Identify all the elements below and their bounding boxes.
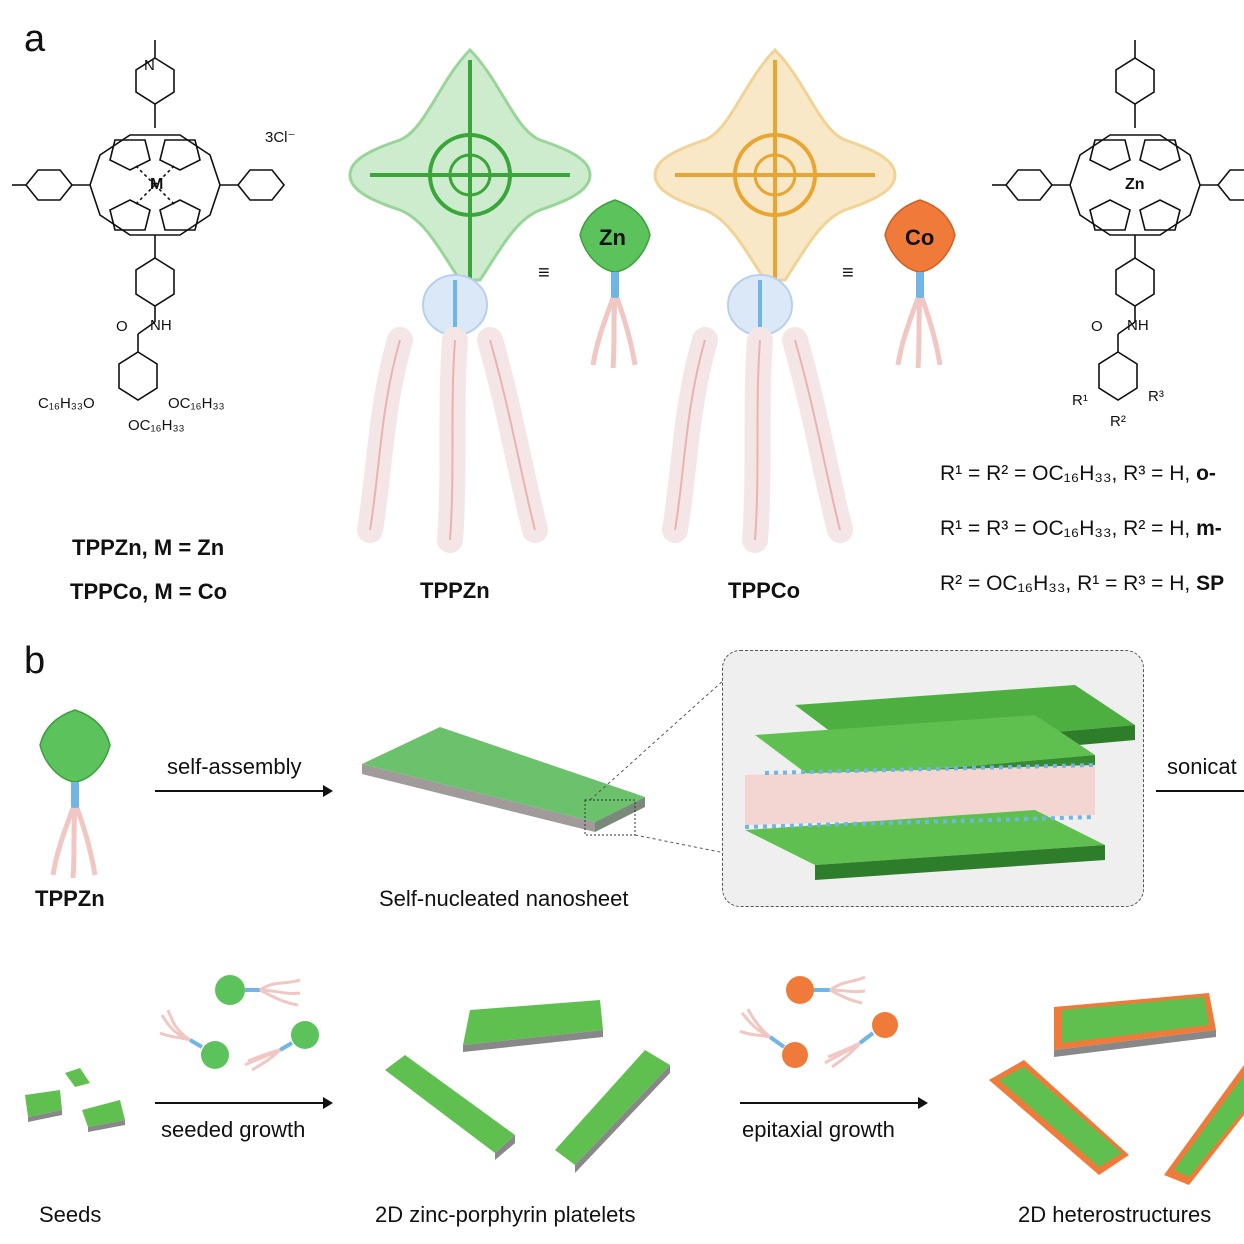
platelets-graphic: [385, 1000, 670, 1173]
n-plus-top: N: [144, 57, 155, 74]
arrow-epitaxial-growth: [740, 1097, 928, 1109]
porphyrin-structure-right: [992, 40, 1244, 401]
platelets-label: 2D zinc-porphyrin platelets: [375, 1202, 636, 1227]
equiv-sign-co: ≡: [842, 262, 854, 284]
chain-bottom: OC₁₆H₃₃: [128, 417, 185, 434]
nanosheet-label: Self-nucleated nanosheet: [379, 886, 629, 911]
r-definition-1: R¹ = R² = OC₁₆H₃₃, R³ = H, o-: [940, 462, 1216, 485]
model-tppzn-label: TPPZn: [420, 578, 490, 603]
panel-a-letter: a: [24, 18, 46, 60]
counterion-label: 3Cl⁻: [265, 129, 296, 146]
panel-b-letter: b: [24, 640, 46, 682]
arrow-label-epitaxial-growth: epitaxial growth: [742, 1117, 895, 1142]
def-tppzn: TPPZn, M = Zn: [72, 535, 225, 560]
r-definition-2: R¹ = R³ = OC₁₆H₃₃, R² = H, m-: [940, 517, 1222, 540]
amide-oxygen-right: O: [1091, 318, 1103, 335]
porphyrin-structure-left: [12, 40, 286, 401]
tppzn-cartoon-icon: [39, 709, 111, 879]
model-tppco-label: TPPCo: [728, 578, 801, 603]
co-monomers-graphic: [739, 975, 898, 1069]
metal-label: M: [150, 176, 164, 193]
def-tppco: TPPCo, M = Co: [70, 579, 228, 604]
chain-right: OC₁₆H₃₃: [168, 395, 225, 412]
metal-zn-right: Zn: [1125, 176, 1145, 193]
co-cartoon-icon: [884, 199, 956, 369]
co-badge-label: Co: [905, 225, 935, 250]
tppzn-label-b: TPPZn: [35, 886, 105, 911]
chain-left: C₁₆H₃₃O: [38, 395, 95, 412]
arrow-label-seeded-growth: seeded growth: [161, 1117, 306, 1142]
arrow-self-assembly: [155, 785, 333, 797]
amide-nh: NH: [150, 317, 172, 334]
amide-oxygen: O: [116, 318, 128, 335]
zn-monomers-graphic: [159, 975, 319, 1072]
heterostructures-label: 2D heterostructures: [1018, 1202, 1212, 1227]
r-definition-3: R² = OC₁₆H₃₃, R¹ = R³ = H, SP: [940, 572, 1225, 595]
arrow-seeded-growth: [155, 1097, 333, 1109]
r3-label: R³: [1148, 388, 1164, 405]
bilayer-structure-graphic: [744, 685, 1135, 880]
tppzn-molecular-model: [348, 47, 592, 553]
arrow-sonication: [1156, 790, 1244, 792]
seeds-label: Seeds: [39, 1202, 102, 1227]
zn-badge-label: Zn: [599, 225, 626, 250]
equiv-sign-zn: ≡: [538, 262, 550, 284]
amide-nh-right: NH: [1127, 317, 1149, 334]
r2-label: R²: [1110, 413, 1126, 430]
heterostructures-graphic: [989, 993, 1244, 1185]
r1-label: R¹: [1072, 392, 1088, 409]
arrow-label-self-assembly: self-assembly: [167, 754, 302, 779]
nanosheet-graphic: [362, 727, 645, 832]
zn-cartoon-icon: [579, 199, 651, 369]
zoom-lines: [584, 669, 736, 856]
tppco-molecular-model: [653, 47, 897, 553]
seeds-graphic: [25, 1068, 125, 1132]
arrow-label-sonication: sonicat: [1167, 754, 1237, 779]
